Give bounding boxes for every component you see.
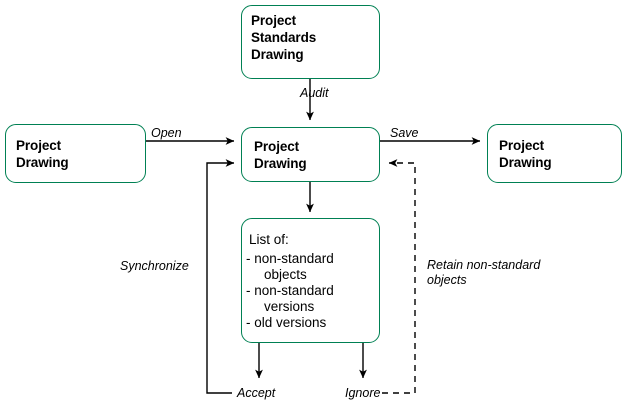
- edge-label-synchronize: Synchronize: [120, 259, 189, 273]
- edge-retain-non-standard-objects-path: [382, 159, 416, 394]
- node-list-of-issues[interactable]: [241, 218, 380, 343]
- edge-label-open: Open: [151, 126, 182, 140]
- edge-label-ignore: Ignore: [345, 386, 381, 400]
- node-project-drawing-source[interactable]: [5, 124, 146, 183]
- list-item-2-cont: versions: [264, 299, 315, 314]
- node-project-drawing-center[interactable]: [241, 127, 380, 182]
- node-project-standards-drawing[interactable]: [241, 5, 380, 79]
- node-project-drawing-center-line-2: Drawing: [254, 156, 307, 171]
- edge-label-save: Save: [390, 126, 419, 140]
- edge-synchronize-accept-path: [206, 159, 235, 394]
- edge-label-retain-non-standard-objects-line-1: Retain non-standard: [427, 258, 541, 272]
- list-item-1-cont: objects: [264, 267, 307, 282]
- list-item-1-lead: - non-standard: [246, 251, 334, 266]
- node-project-drawing-saved-line-1: Project: [499, 138, 545, 153]
- list-of-issues-title: List of:: [249, 232, 289, 247]
- node-project-drawing-source-line-2: Drawing: [16, 155, 69, 170]
- node-project-standards-drawing-line-2: Standards: [251, 30, 317, 45]
- list-item-3-lead: - old versions: [246, 315, 327, 330]
- edge-label-accept: Accept: [237, 386, 276, 400]
- edge-label-audit: Audit: [300, 86, 329, 100]
- edge-label-retain-non-standard-objects-line-2: objects: [427, 273, 467, 287]
- node-project-standards-drawing-line-3: Drawing: [251, 47, 304, 62]
- node-project-drawing-saved[interactable]: [487, 124, 622, 183]
- node-project-drawing-center-line-1: Project: [254, 139, 300, 154]
- list-item-2-lead: - non-standard: [246, 283, 334, 298]
- node-project-drawing-saved-line-2: Drawing: [499, 155, 552, 170]
- node-project-standards-drawing-line-1: Project: [251, 13, 297, 28]
- node-project-drawing-source-line-1: Project: [16, 138, 62, 153]
